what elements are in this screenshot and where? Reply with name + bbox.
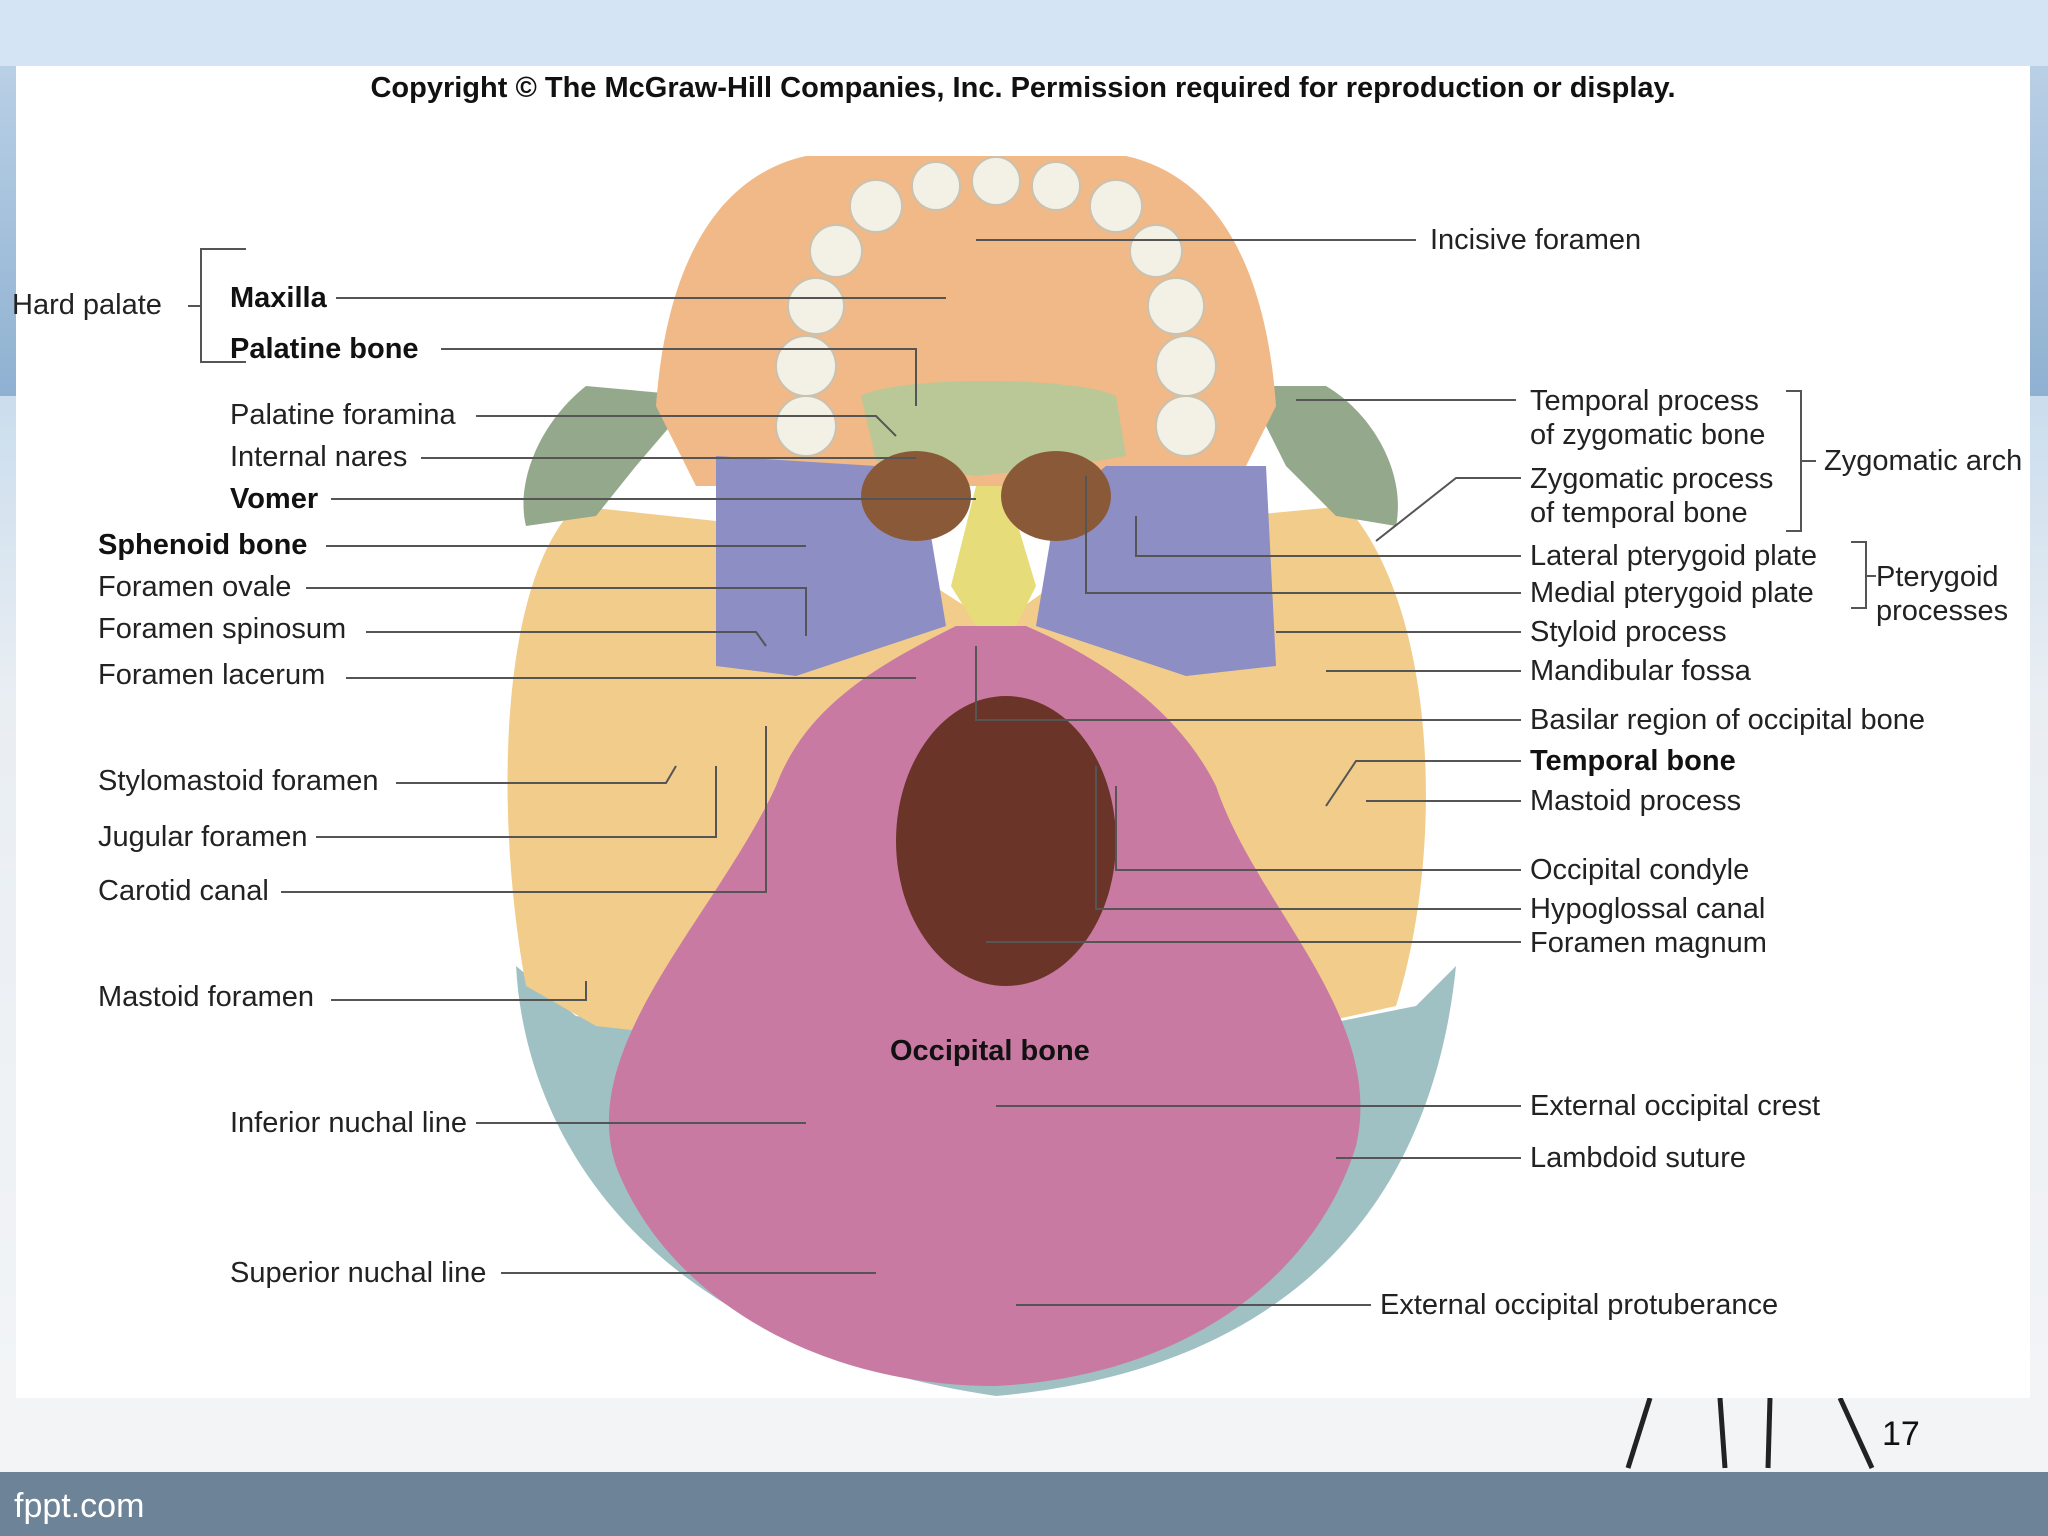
label-occipital-bone: Occipital bone	[890, 1035, 1090, 1067]
label-internal-nares: Internal nares	[230, 441, 408, 473]
label-temporal-process-line1: Temporal process	[1530, 385, 1759, 417]
label-zygomatic-process-temporal: Zygomatic process of temporal bone	[1530, 462, 1773, 530]
label-lambdoid-suture: Lambdoid suture	[1530, 1142, 1747, 1174]
label-zygomatic-process-line2: of temporal bone	[1530, 497, 1748, 529]
label-palatine-bone: Palatine bone	[230, 333, 419, 365]
teeth	[775, 156, 1217, 457]
label-sphenoid-bone: Sphenoid bone	[98, 529, 308, 561]
label-occipital-condyle: Occipital condyle	[1530, 854, 1750, 886]
copyright-notice: Copyright © The McGraw-Hill Companies, I…	[370, 72, 1676, 104]
label-maxilla: Maxilla	[230, 282, 327, 314]
foramen-magnum-shape	[896, 696, 1116, 986]
skull-illustration	[188, 156, 1876, 1396]
naris-right	[1001, 451, 1111, 541]
slide-right-accent	[2030, 66, 2048, 396]
occipital-shape	[608, 626, 1361, 1386]
slide-left-accent	[0, 66, 16, 396]
label-temporal-process-zygomatic: Temporal process of zygomatic bone	[1530, 384, 1765, 452]
label-stylomastoid-foramen: Stylomastoid foramen	[98, 765, 379, 797]
footer-brand: fppt.com	[14, 1487, 145, 1525]
zygomatic-right	[1246, 386, 1398, 526]
label-styloid-process: Styloid process	[1530, 616, 1727, 648]
label-hypoglossal-canal: Hypoglossal canal	[1530, 893, 1766, 925]
leader-lines	[188, 239, 1876, 1306]
page-number: 17	[1882, 1415, 1920, 1453]
label-external-occipital-crest: External occipital crest	[1530, 1090, 1821, 1122]
slide-top-band	[0, 0, 2048, 66]
label-temporal-process-line2: of zygomatic bone	[1530, 419, 1766, 451]
label-foramen-lacerum: Foramen lacerum	[98, 659, 326, 691]
label-superior-nuchal-line: Superior nuchal line	[230, 1257, 487, 1289]
label-foramen-spinosum: Foramen spinosum	[98, 613, 347, 645]
label-inferior-nuchal-line: Inferior nuchal line	[230, 1107, 467, 1139]
label-mastoid-process: Mastoid process	[1530, 785, 1742, 817]
label-mandibular-fossa: Mandibular fossa	[1530, 655, 1751, 687]
label-carotid-canal: Carotid canal	[98, 875, 269, 907]
label-zygomatic-arch: Zygomatic arch	[1824, 445, 2023, 477]
label-basilar-region: Basilar region of occipital bone	[1530, 704, 1925, 736]
label-incisive-foramen: Incisive foramen	[1430, 224, 1642, 256]
label-mastoid-foramen: Mastoid foramen	[98, 981, 314, 1013]
label-medial-pterygoid-plate: Medial pterygoid plate	[1530, 577, 1814, 609]
label-vomer: Vomer	[230, 483, 319, 515]
label-pterygoid-line1: Pterygoid	[1876, 561, 1999, 593]
decorative-figure-legs	[1625, 1398, 1875, 1470]
label-pterygoid-processes: Pterygoid processes	[1876, 560, 2008, 628]
slide-footer	[0, 1472, 2048, 1536]
label-jugular-foramen: Jugular foramen	[98, 821, 308, 853]
naris-left	[861, 451, 971, 541]
label-temporal-bone: Temporal bone	[1530, 745, 1736, 777]
label-zygomatic-process-line1: Zygomatic process	[1530, 463, 1774, 495]
zygomatic-left	[523, 386, 696, 526]
skull-figure: Copyright © The McGraw-Hill Companies, I…	[12, 66, 2030, 1398]
label-external-occipital-protuberance: External occipital protuberance	[1380, 1289, 1779, 1321]
label-lateral-pterygoid-plate: Lateral pterygoid plate	[1530, 540, 1817, 572]
label-palatine-foramina: Palatine foramina	[230, 399, 456, 431]
label-foramen-ovale: Foramen ovale	[98, 571, 292, 603]
label-pterygoid-line2: processes	[1876, 595, 2009, 627]
label-foramen-magnum: Foramen magnum	[1530, 927, 1767, 959]
label-hard-palate: Hard palate	[12, 289, 162, 321]
